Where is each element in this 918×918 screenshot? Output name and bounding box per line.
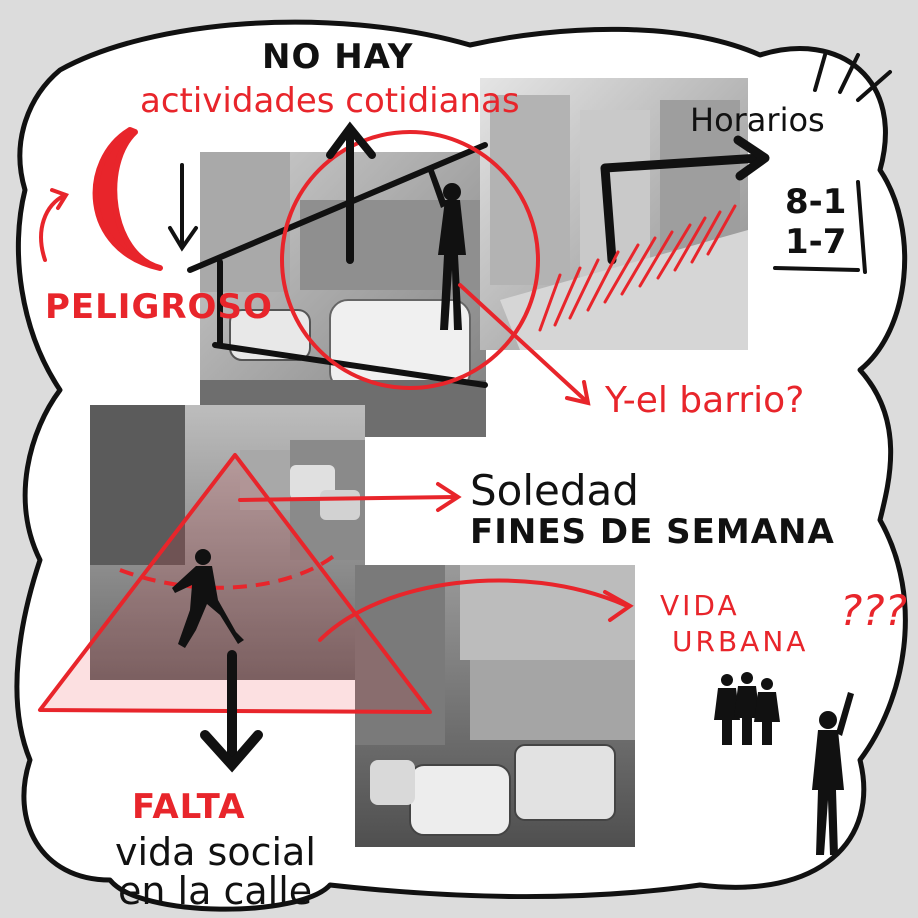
- label-horarios: Horarios: [690, 104, 825, 136]
- label-hours-2: 1-7: [785, 225, 846, 259]
- label-soledad: Soledad: [470, 470, 639, 512]
- label-urbana: URBANA: [672, 628, 808, 656]
- label-peligroso: PELIGROSO: [45, 290, 273, 324]
- label-falta: FALTA: [132, 790, 246, 824]
- label-en-la-calle: en la calle: [118, 872, 312, 910]
- label-hours-1: 8-1: [785, 185, 846, 219]
- label-no-hay: NO HAY: [262, 40, 413, 74]
- people-group-icon: [714, 672, 780, 745]
- label-y-el-barrio: Y-el barrio?: [605, 383, 804, 419]
- label-vida-social: vida social: [115, 833, 316, 871]
- label-fines-de-semana: FINES DE SEMANA: [470, 515, 835, 549]
- label-question-marks: ???: [840, 590, 907, 632]
- label-vida: VIDA: [660, 592, 740, 620]
- label-actividades: actividades cotidianas: [140, 84, 520, 118]
